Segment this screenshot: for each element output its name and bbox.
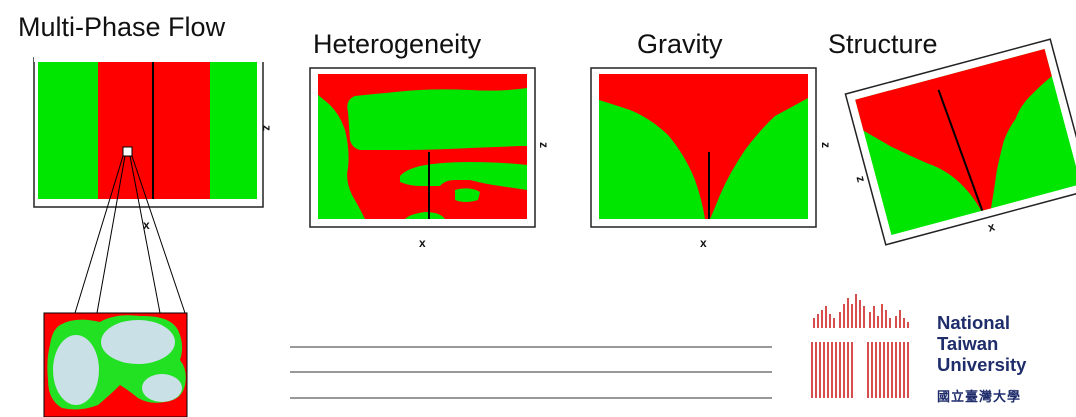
ntu-logo-bars	[811, 294, 909, 398]
panel-gravity	[590, 67, 817, 228]
panel2-red-phase	[318, 74, 527, 219]
logo-chinese-name: 國立臺灣大學	[937, 389, 1022, 404]
panel3-red-plume	[599, 74, 808, 219]
title-gravity: Gravity	[637, 29, 723, 59]
logo-line-national: National	[937, 312, 1010, 333]
panel2-z-axis-label: z	[537, 142, 551, 148]
panel1-top-cut	[34, 52, 264, 62]
grain-2	[101, 320, 175, 364]
panel-multiphase	[33, 52, 264, 314]
panel3-x-axis-label: x	[700, 236, 707, 250]
panel-structure	[844, 38, 1076, 246]
panel2-green-pocket-4	[455, 188, 480, 202]
panel2-green-pocket-2	[419, 101, 472, 123]
panel4-well-line	[937, 89, 984, 211]
title-structure: Structure	[828, 29, 938, 59]
panel3-z-axis-label: z	[819, 142, 833, 148]
grain-3	[142, 374, 182, 402]
pore-zoom-view	[43, 312, 188, 417]
logo-line-university: University	[937, 354, 1027, 375]
title-heterogeneity: Heterogeneity	[313, 29, 482, 59]
grain-1	[53, 335, 99, 405]
logo-line-taiwan: Taiwan	[937, 333, 999, 354]
zoom-line-2	[96, 155, 126, 314]
panel2-green-pocket-1	[370, 106, 412, 129]
title-multiphase-flow: Multi-Phase Flow	[18, 12, 226, 42]
panel1-x-axis-label: x	[143, 218, 150, 232]
panel-heterogeneity	[309, 67, 536, 228]
panel1-z-axis-label: z	[260, 125, 274, 131]
zoom-line-3	[129, 155, 161, 314]
zoom-line-4	[131, 155, 186, 314]
panel1-green-left	[38, 62, 98, 199]
panel2-x-axis-label: x	[419, 236, 426, 250]
panel1-green-right	[210, 62, 257, 199]
panel2-green-pocket-3	[478, 110, 520, 127]
zoom-line-1	[74, 155, 124, 314]
zoom-square	[122, 146, 133, 157]
